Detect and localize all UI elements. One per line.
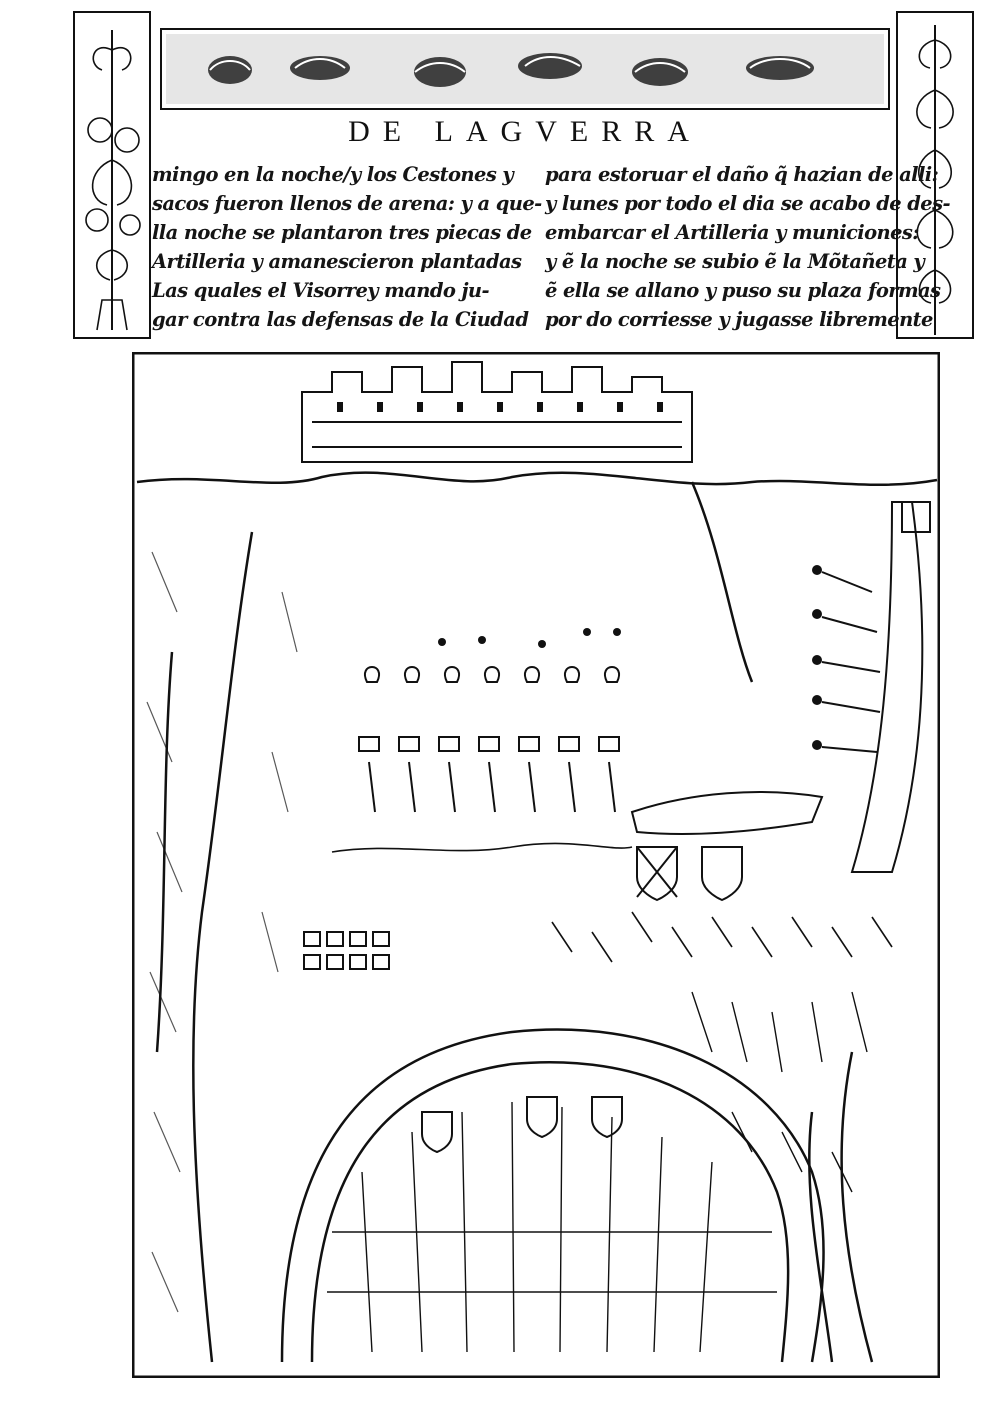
decorative-frieze [160,28,890,110]
camp-shields [421,1096,623,1154]
text-line: Artilleria y amanescieron plantadas [152,250,522,273]
barrels [303,931,390,970]
fortified-city [301,361,693,463]
text-line: gar contra las defensas de la Ciudad [152,308,529,331]
running-head: DE LAGVERRA [348,115,702,148]
text-column-right: para estoruar el daño q̃ hazian de alli:… [545,160,951,334]
left-ornamental-border [73,11,151,339]
text-line: Las quales el Visorrey mando ju- [152,279,490,302]
text-line: embarcar el Artilleria y municiones: [545,221,919,244]
text-line: ẽ ella se allano y puso su plaza formas [545,279,941,302]
text-line: y lunes por todo el dia se acabo de des- [545,192,951,215]
galley-ship [821,501,931,873]
right-ornamental-border [896,11,974,339]
woodcut-illustration [132,352,940,1378]
text-line: mingo en la noche/y los Cestones y [152,163,514,186]
text-line: lla noche se plantaron tres piecas de [152,221,532,244]
artillery-row [358,666,620,813]
text-line: por do corriesse y jugasse libremente [545,308,933,331]
heraldic-shields [636,846,743,902]
boat [630,791,824,835]
text-line: sacos fueron llenos de arena: y a que- [152,192,542,215]
text-line: y ẽ la noche se subio ẽ la Mõtañeta y [545,250,925,273]
text-column-left: mingo en la noche/y los Cestones y sacos… [152,160,542,334]
fortified-camp [280,1028,825,1363]
text-line: para estoruar el daño q̃ hazian de alli: [545,163,939,186]
